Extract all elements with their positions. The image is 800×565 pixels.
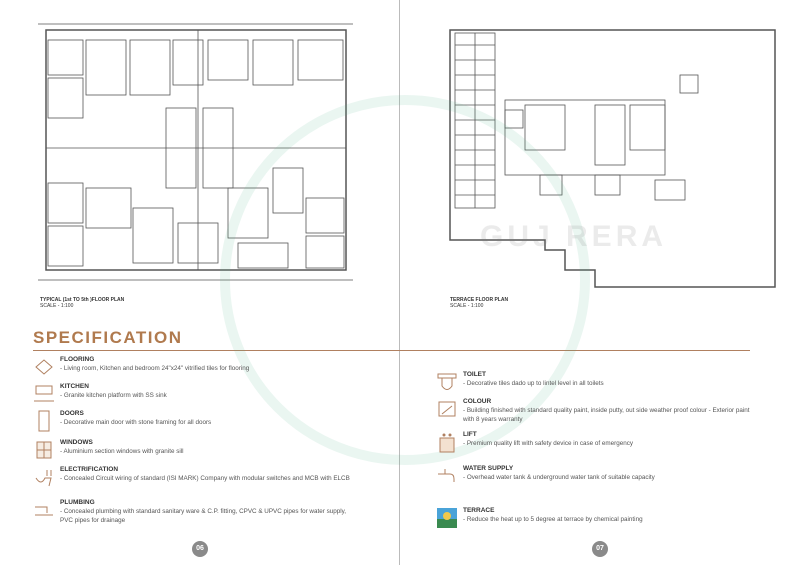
spec-description: - Premium quality lift with safety devic… <box>463 440 634 447</box>
divider <box>33 350 400 351</box>
page-number: 06 <box>192 541 208 557</box>
spec-heading: PLUMBING <box>60 499 95 506</box>
spec-description: - Overhead water tank & underground wate… <box>463 474 655 481</box>
lift-icon <box>439 433 455 453</box>
specification-title: SPECIFICATION <box>33 328 183 347</box>
watermark-text: GUJ RERA <box>480 220 668 253</box>
kitchen-icon <box>34 385 54 402</box>
spec-heading: KITCHEN <box>60 383 89 390</box>
spec-heading: WINDOWS <box>60 439 93 446</box>
water-tap-icon <box>438 469 455 482</box>
electric-plug-icon <box>35 470 52 487</box>
spec-heading: DOORS <box>60 410 84 417</box>
left-page: TYPICAL (1st TO 5th )FLOOR PLAN SCALE - … <box>33 0 400 565</box>
spec-description: - Reduce the heat up to 5 degree at terr… <box>463 516 643 523</box>
spec-description: - Living room, Kitchen and bedroom 24"x2… <box>60 365 250 372</box>
divider <box>400 350 750 351</box>
spec-description: - Concealed Circuit wiring of standard (… <box>60 475 350 482</box>
window-icon <box>36 441 52 459</box>
right-page: TERRACE FLOOR PLAN SCALE - 1:100 07 <box>400 0 800 565</box>
spec-heading: TERRACE <box>463 507 495 514</box>
plan-title: TERRACE FLOOR PLAN <box>450 297 509 303</box>
terrace-floor-plan <box>445 25 780 295</box>
spec-description: - Decorative tiles dado up to lintel lev… <box>463 380 604 387</box>
toilet-icon <box>437 373 457 390</box>
spec-description: - Granite kitchen platform with SS sink <box>60 392 167 399</box>
plan-scale: SCALE - 1:100 <box>40 303 74 309</box>
spec-description: - Concealed plumbing with standard sanit… <box>60 508 347 524</box>
spec-heading: COLOUR <box>463 398 492 405</box>
plumbing-icon <box>35 506 53 516</box>
paint-roller-icon <box>438 401 456 417</box>
spec-description: - Aluminium section windows with granite… <box>60 448 184 455</box>
plan-scale: SCALE - 1:100 <box>450 303 484 309</box>
terrace-image-icon <box>437 508 457 528</box>
spec-description: - Decorative main door with stone framin… <box>60 419 212 426</box>
typical-floor-plan <box>38 18 360 293</box>
flooring-icon <box>35 359 53 375</box>
spec-heading: WATER SUPPLY <box>463 465 514 472</box>
plan-caption: TERRACE FLOOR PLAN SCALE - 1:100 <box>450 297 508 309</box>
plan-title: TYPICAL (1st TO 5th )FLOOR PLAN <box>40 297 125 303</box>
spec-heading: FLOORING <box>60 356 95 363</box>
spec-heading: TOILET <box>463 371 486 378</box>
spec-heading: LIFT <box>463 431 477 438</box>
spec-heading: ELECTRIFICATION <box>60 466 119 473</box>
door-icon <box>38 410 50 432</box>
page-number: 07 <box>592 541 608 557</box>
plan-caption: TYPICAL (1st TO 5th )FLOOR PLAN SCALE - … <box>40 297 124 309</box>
spec-description: - Building finished with standard qualit… <box>463 407 750 423</box>
